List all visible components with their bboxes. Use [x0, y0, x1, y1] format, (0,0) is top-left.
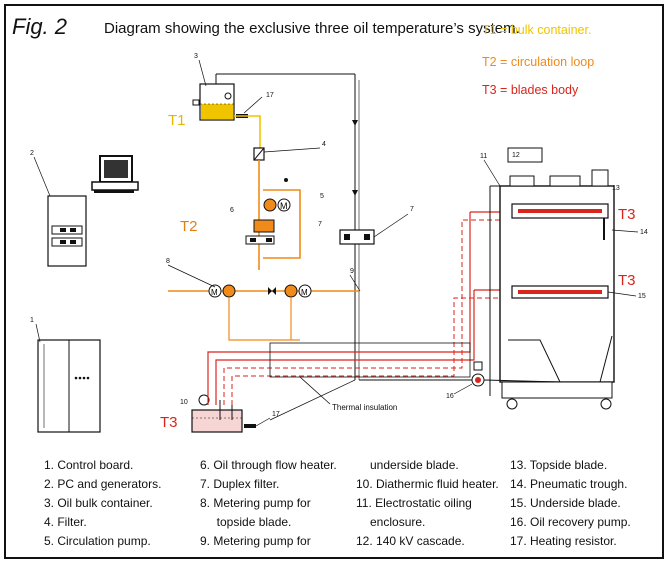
svg-text:M: M	[211, 288, 218, 297]
callout-6: 6	[230, 207, 234, 214]
zone-label-t2: T2	[180, 218, 198, 235]
legend-item: 3. Oil bulk container.	[44, 496, 153, 510]
legend-column-2: 6. Oil through flow heater. 7. Duplex fi…	[200, 456, 337, 551]
kv-cascade	[507, 147, 543, 163]
callout-9: 9	[350, 268, 354, 275]
legend-item: underside blade.	[370, 458, 459, 472]
callout-2: 2	[30, 150, 34, 157]
legend-item: 15. Underside blade.	[510, 496, 621, 510]
legend-column-4: 13. Topside blade. 14. Pneumatic trough.…	[510, 456, 631, 551]
legend-item: 7. Duplex filter.	[200, 477, 280, 491]
oil-through-flow-heater	[253, 219, 275, 233]
key-t3: T3 = blades body	[482, 83, 579, 97]
callout-16: 16	[446, 393, 454, 400]
callout-15: 15	[638, 293, 646, 300]
legend-item: 9. Metering pump for	[200, 534, 311, 548]
callout-4: 4	[322, 141, 326, 148]
legend-item: 12. 140 kV cascade.	[356, 534, 465, 548]
legend-column-3: underside blade. 10. Diathermic fluid he…	[356, 456, 499, 551]
callout-11: 11	[480, 153, 487, 160]
callout-17a: 17	[266, 92, 274, 99]
legend-column-1: 1. Control board. 2. PC and generators. …	[44, 456, 161, 551]
callout-14: 14	[640, 229, 648, 236]
legend-item: 1. Control board.	[44, 458, 134, 472]
legend-item: 17. Heating resistor.	[510, 534, 617, 548]
legend-item: 4. Filter.	[44, 515, 87, 529]
oil-bulk-container	[192, 83, 248, 121]
callout-10: 10	[180, 399, 188, 406]
callout-8: 8	[166, 258, 170, 265]
callout-17b: 17	[272, 411, 280, 418]
zone-label-t3-topside: T3	[618, 206, 636, 223]
zone-label-t3-underside: T3	[618, 272, 636, 289]
figure-title: Diagram showing the exclusive three oil …	[104, 20, 520, 37]
computer-icon	[91, 155, 139, 193]
callout-5: 5	[320, 193, 324, 200]
legend-item: 5. Circulation pump.	[44, 534, 151, 548]
legend-item: 8. Metering pump for	[200, 496, 311, 510]
zone-label-t3-tank: T3	[160, 414, 178, 431]
legend-item: 10. Diathermic fluid heater.	[356, 477, 499, 491]
callout-1: 1	[30, 317, 34, 324]
diathermic-fluid-heater	[191, 394, 256, 433]
metering-pump-underside: M	[284, 284, 312, 298]
key-t2: T2 = circulation loop	[482, 55, 595, 69]
legend-item: 11. Electrostatic oiling	[356, 496, 472, 510]
callout-7a: 7	[318, 221, 322, 228]
legend-item: enclosure.	[370, 515, 426, 529]
legend-item: 6. Oil through flow heater.	[200, 458, 337, 472]
key-t1: T1 = bulk container.	[482, 23, 592, 37]
callout-13: 13	[612, 185, 620, 192]
zone-label-t1: T1	[168, 112, 186, 129]
legend-item: 13. Topside blade.	[510, 458, 608, 472]
legend-item: 2. PC and generators.	[44, 477, 162, 491]
svg-text:M: M	[280, 201, 288, 211]
duplex-filter	[245, 235, 275, 245]
callout-3: 3	[194, 53, 198, 60]
control-board	[37, 339, 101, 433]
legend-item: 16. Oil recovery pump.	[510, 515, 631, 529]
figure-label: Fig. 2	[12, 14, 68, 39]
svg-text:M: M	[301, 288, 308, 297]
circulation-pump	[263, 198, 277, 212]
callout-12: 12	[512, 152, 520, 159]
legend-item: 14. Pneumatic trough.	[510, 477, 628, 491]
legend-item: topside blade.	[200, 515, 292, 529]
callout-7b: 7	[410, 206, 414, 213]
electrostatic-oiling-enclosure	[483, 147, 615, 396]
pc-generators-rack	[47, 195, 87, 267]
insulation-label: Thermal insulation	[332, 403, 397, 412]
